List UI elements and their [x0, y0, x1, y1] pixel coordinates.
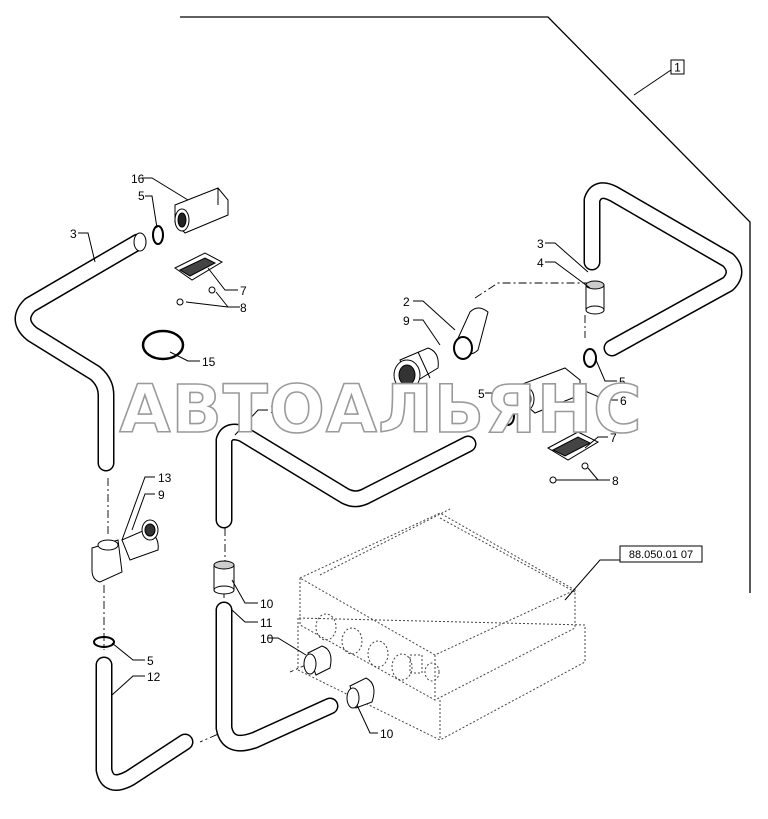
- callout-5-center: 5: [478, 387, 485, 401]
- callout-labels: 16 5 3 7 8 15 3 4 2 9 5 5 6 14 7 8 13 9 …: [70, 172, 627, 741]
- part-2-elbow: [453, 307, 489, 360]
- part-9-connector-left: [121, 519, 159, 561]
- connection-lines: [103, 282, 596, 743]
- callout-16: 16: [131, 172, 145, 186]
- callout-15: 15: [202, 355, 216, 369]
- part-16-coupler: [174, 187, 229, 234]
- tube-12: [95, 656, 194, 791]
- part-15-clamp: [141, 329, 185, 361]
- callout-3-left: 3: [70, 227, 77, 241]
- callout-5-right: 5: [619, 375, 626, 389]
- part-5-ring-lower-left: [93, 636, 115, 648]
- callout-10-lower: 10: [380, 727, 394, 741]
- part-10-sleeves-lower: [303, 645, 375, 709]
- tube-14: [215, 423, 477, 529]
- assembly-bracket: 1: [180, 16, 751, 593]
- part-9-connector-center: [393, 347, 439, 391]
- assembly-number: 1: [674, 61, 681, 75]
- part-13-elbow-valve: [91, 539, 123, 583]
- callout-9-center: 9: [403, 314, 410, 328]
- callout-3-right: 3: [537, 237, 544, 251]
- callout-4: 4: [537, 256, 544, 270]
- callout-7-right: 7: [610, 431, 617, 445]
- callout-8-left: 8: [240, 301, 247, 315]
- tube-3-right: [583, 182, 743, 357]
- part-7-clip-left: [174, 252, 224, 281]
- callout-10-upper: 10: [260, 597, 274, 611]
- part-4-sleeve: [585, 280, 605, 315]
- part-8-screws-left: [176, 286, 216, 306]
- callout-9-left: 9: [158, 488, 165, 502]
- part-7-clip-right: [546, 431, 600, 461]
- tube-3-left: [14, 232, 147, 472]
- callout-2: 2: [403, 295, 410, 309]
- part-6-coupler: [519, 367, 581, 414]
- callout-8-right: 8: [612, 474, 619, 488]
- callout-10-middle: 10: [260, 632, 274, 646]
- watermark: АВТОАЛЬЯНС: [119, 371, 642, 448]
- reference-number: 88.050.01 07: [629, 549, 693, 561]
- callout-14: 14: [270, 402, 284, 416]
- tube-11: [215, 601, 339, 752]
- callout-13: 13: [158, 471, 172, 485]
- part-5-rings-center: [501, 348, 597, 426]
- part-10-sleeve-upper: [213, 560, 235, 595]
- part-5-ring-top-left: [152, 225, 164, 245]
- leader-lines: [78, 177, 618, 734]
- callout-7-left: 7: [240, 284, 247, 298]
- callout-12: 12: [147, 670, 161, 684]
- callout-11: 11: [260, 616, 273, 630]
- callout-5-lower-left: 5: [147, 654, 154, 668]
- callout-5-top-left: 5: [138, 189, 145, 203]
- reference-box: 88.050.01 07: [564, 545, 703, 601]
- heater-box: [297, 507, 586, 741]
- callout-6: 6: [620, 394, 627, 408]
